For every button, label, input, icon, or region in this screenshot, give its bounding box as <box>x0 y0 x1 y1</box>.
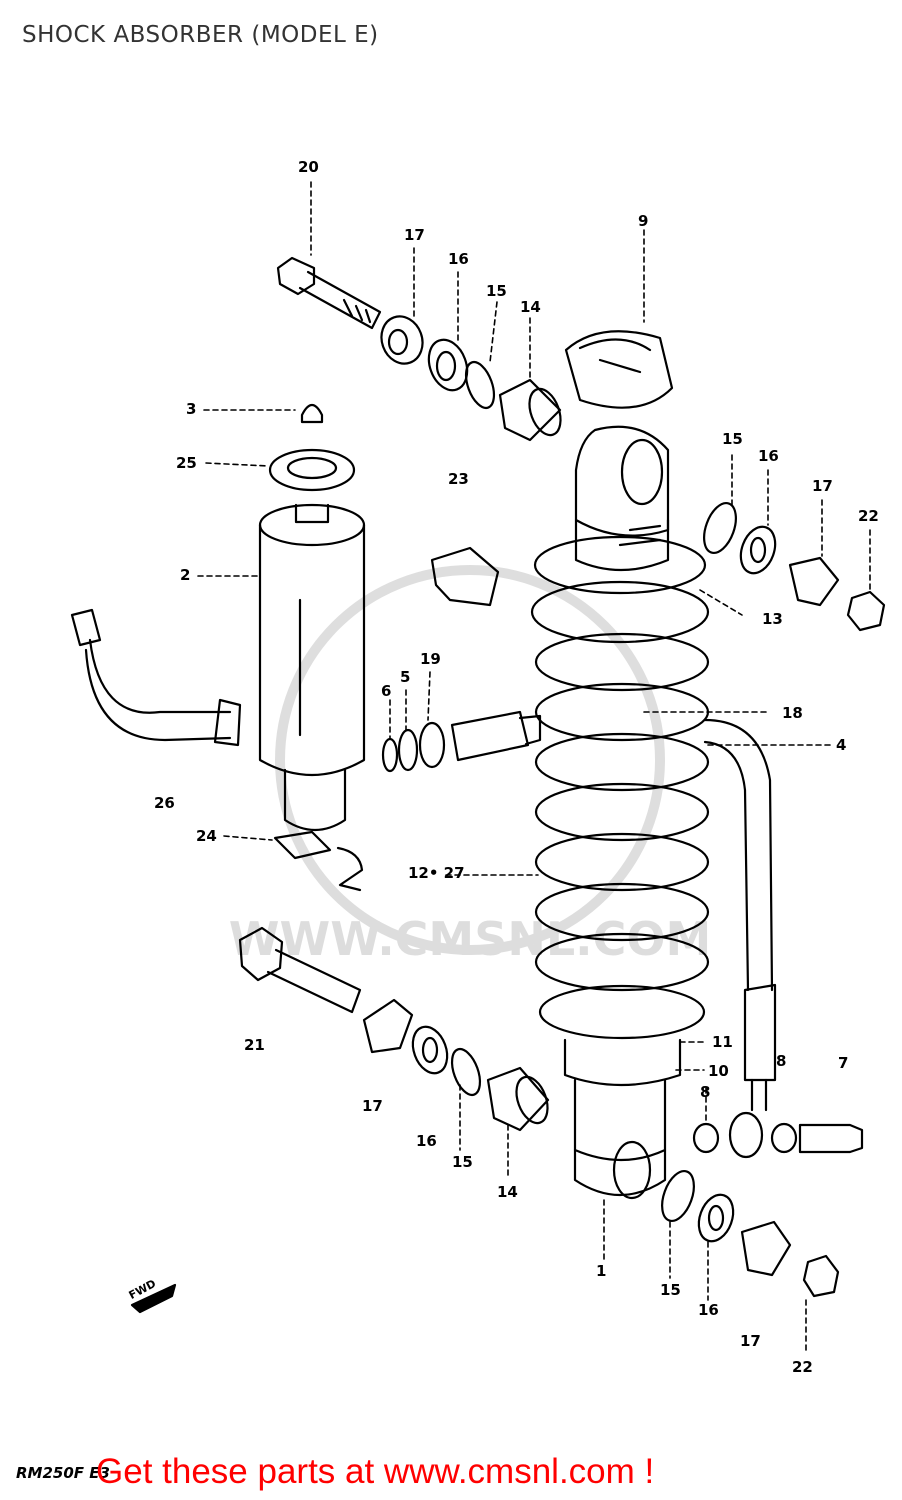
callout-23: 23 <box>448 470 469 488</box>
callout-17: 17 <box>812 477 833 495</box>
union-bolt-7 <box>798 1123 864 1154</box>
callout-15: 15 <box>486 282 507 300</box>
callout-2: 2 <box>180 566 191 584</box>
callout-17: 17 <box>740 1332 761 1350</box>
callout-24: 24 <box>196 827 217 845</box>
callout-11: 11 <box>712 1033 733 1051</box>
cmsnl-link-banner[interactable]: Get these parts at www.cmsnl.com ! <box>96 1452 655 1491</box>
reservoir-2 <box>258 503 366 831</box>
spacer-17-lower <box>362 998 414 1054</box>
oil-seal-16-bottom <box>697 1193 735 1243</box>
callout-14: 14 <box>497 1183 518 1201</box>
oil-seal-16-top <box>427 338 469 392</box>
model-code: RM250F E3 <box>16 1464 110 1482</box>
nut-22-right <box>846 590 886 632</box>
circlip-15-bottom <box>661 1170 695 1222</box>
cap-nut-3 <box>300 403 324 424</box>
callout-16: 16 <box>698 1301 719 1319</box>
page-title: SHOCK ABSORBER (MODEL E) <box>22 22 379 48</box>
circlip-15-right <box>703 502 737 554</box>
bushing-14-top <box>498 378 562 442</box>
oil-seal-16-lower <box>411 1025 449 1075</box>
callout-26: 26 <box>154 794 175 812</box>
callout-12-27: 12• 27 <box>408 864 465 882</box>
callout-6: 6 <box>381 682 392 700</box>
callout-8: 8 <box>700 1083 711 1101</box>
spacer-17-top <box>380 315 424 365</box>
shock-absorber-1 <box>530 425 710 1200</box>
bolt-21 <box>238 926 362 1014</box>
callout-4: 4 <box>836 736 847 754</box>
hose-4 <box>703 718 777 1159</box>
callout-13: 13 <box>762 610 783 628</box>
callout-16: 16 <box>448 250 469 268</box>
spring-4 <box>530 535 710 1040</box>
callout-14: 14 <box>520 298 541 316</box>
callout-19: 19 <box>420 650 441 668</box>
callout-8: 8 <box>776 1052 787 1070</box>
callout-16: 16 <box>758 447 779 465</box>
callout-5: 5 <box>400 668 411 686</box>
callout-25: 25 <box>176 454 197 472</box>
callout-17: 17 <box>404 226 425 244</box>
callout-10: 10 <box>708 1062 729 1080</box>
circlip-15-lower <box>450 1047 482 1097</box>
callout-16: 16 <box>416 1132 437 1150</box>
callout-7: 7 <box>838 1054 849 1072</box>
callout-22: 22 <box>792 1358 813 1376</box>
spacer-17-right <box>788 556 840 607</box>
callout-22: 22 <box>858 507 879 525</box>
callout-21: 21 <box>244 1036 265 1054</box>
rubber-23 <box>430 546 500 607</box>
callout-1: 1 <box>596 1262 607 1280</box>
cmsnl-watermark: WWW.CMSNL.COM <box>229 565 711 966</box>
oil-seal-16-right <box>739 525 777 575</box>
spacer-17-bottom <box>740 1220 792 1277</box>
clip-24 <box>273 830 364 892</box>
callout-3: 3 <box>186 400 197 418</box>
callout-15: 15 <box>452 1153 473 1171</box>
washer-25 <box>268 448 356 492</box>
nut-22-bottom <box>802 1254 840 1298</box>
callout-15: 15 <box>722 430 743 448</box>
rubber-cap-9 <box>564 330 674 409</box>
callout-9: 9 <box>638 212 649 230</box>
valve-parts-6-5-19 <box>381 710 542 773</box>
callout-18: 18 <box>782 704 803 722</box>
washer-8-lower <box>692 1122 798 1154</box>
fwd-arrow-icon <box>130 1283 177 1314</box>
callout-17: 17 <box>362 1097 383 1115</box>
circlip-15-top <box>464 360 496 410</box>
band-26 <box>70 608 242 747</box>
callout-15: 15 <box>660 1281 681 1299</box>
bushing-14-lower <box>486 1066 550 1132</box>
bolt-20-drawing <box>276 256 382 330</box>
leader-lines <box>197 181 871 1353</box>
callout-20: 20 <box>298 158 319 176</box>
